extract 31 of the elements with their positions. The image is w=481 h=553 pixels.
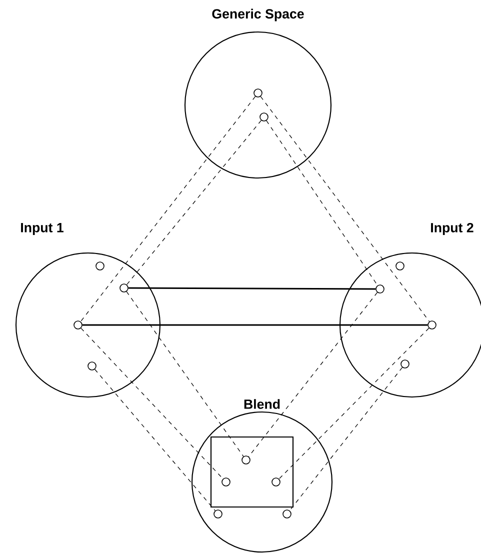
element-dot <box>376 284 384 294</box>
element-dot <box>242 456 250 464</box>
element-dot <box>428 320 436 330</box>
frame-box <box>210 436 294 508</box>
element-dot <box>120 284 128 292</box>
mapping-line <box>80 96 256 322</box>
mapping-line <box>266 120 378 286</box>
element-dot <box>222 478 230 486</box>
connector-line <box>82 324 428 326</box>
mapping-line <box>248 292 378 457</box>
space-title: Input 1 <box>21 223 64 235</box>
connector-line <box>128 287 376 290</box>
element-dot <box>272 478 280 486</box>
mapping-line <box>278 328 430 480</box>
element-dot <box>260 112 268 122</box>
element-dot <box>214 510 222 518</box>
mapping-line <box>289 367 403 511</box>
element-dot <box>400 360 410 368</box>
element-dot <box>96 262 104 270</box>
space-title: Input 2 <box>431 222 474 236</box>
element-dot <box>88 362 96 370</box>
mapping-line <box>260 96 430 322</box>
element-dot <box>74 320 82 330</box>
mapping-line <box>126 291 244 457</box>
space-title: Generic Space <box>212 8 304 22</box>
mapping-line <box>126 120 262 285</box>
element-dot <box>282 510 292 518</box>
mapping-line <box>80 328 224 480</box>
space-title: Blend <box>244 399 280 409</box>
element-dot <box>396 262 404 270</box>
element-dot <box>254 88 262 98</box>
